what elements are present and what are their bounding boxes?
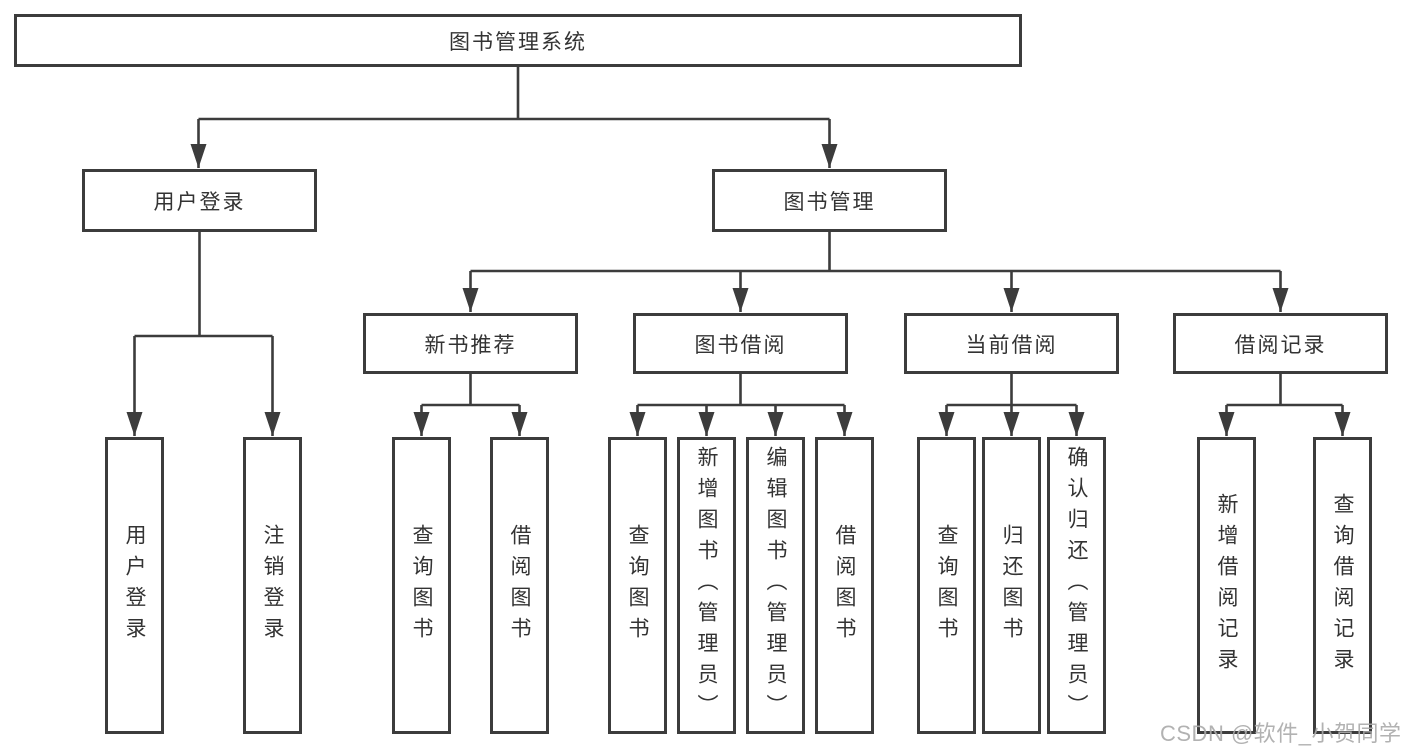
leaf-add-book-admin: 新增图书（管理员） [677,437,736,734]
leaf-query-books-current-label: 查询图书 [935,523,958,648]
node-library-system: 图书管理系统 [14,14,1022,67]
leaf-query-books-current: 查询图书 [917,437,976,734]
leaf-query-books-borrowing-label: 查询图书 [626,523,649,648]
node-borrowing-records-label: 借阅记录 [1234,333,1327,357]
leaf-return-books-label: 归还图书 [1000,523,1023,648]
node-new-book-recommendation: 新书推荐 [363,313,578,374]
node-book-management-label: 图书管理 [783,190,876,214]
leaf-add-borrow-record-label: 新增借阅记录 [1215,492,1238,679]
leaf-confirm-return-admin: 确认归还（管理员） [1047,437,1106,734]
leaf-edit-book-admin: 编辑图书（管理员） [746,437,805,734]
leaf-borrow-books-recommend-label: 借阅图书 [508,523,531,648]
leaf-return-books: 归还图书 [982,437,1041,734]
leaf-edit-book-admin-label: 编辑图书（管理员） [764,446,787,725]
leaf-borrow-books-recommend: 借阅图书 [490,437,549,734]
node-book-borrowing-label: 图书借阅 [694,333,787,357]
leaf-query-borrow-record-label: 查询借阅记录 [1331,492,1354,679]
node-library-system-label: 图书管理系统 [449,30,587,54]
node-user-login-label: 用户登录 [153,190,246,214]
leaf-user-login: 用户登录 [105,437,164,734]
leaf-query-borrow-record: 查询借阅记录 [1313,437,1372,734]
node-book-management: 图书管理 [712,169,947,232]
leaf-add-borrow-record: 新增借阅记录 [1197,437,1256,734]
node-current-borrowing: 当前借阅 [904,313,1119,374]
leaf-logout: 注销登录 [243,437,302,734]
leaf-borrow-books-label: 借阅图书 [833,523,856,648]
leaf-query-books-recommend-label: 查询图书 [410,523,433,648]
leaf-logout-label: 注销登录 [261,523,284,648]
leaf-query-books-borrowing: 查询图书 [608,437,667,734]
leaf-add-book-admin-label: 新增图书（管理员） [695,446,718,725]
leaf-user-login-label: 用户登录 [123,523,146,648]
node-new-book-recommendation-label: 新书推荐 [424,333,517,357]
node-user-login: 用户登录 [82,169,317,232]
node-book-borrowing: 图书借阅 [633,313,848,374]
node-current-borrowing-label: 当前借阅 [965,333,1058,357]
watermark: CSDN @软件_小贺同学 [1160,721,1402,746]
leaf-confirm-return-admin-label: 确认归还（管理员） [1065,446,1088,725]
node-borrowing-records: 借阅记录 [1173,313,1388,374]
leaf-borrow-books: 借阅图书 [815,437,874,734]
leaf-query-books-recommend: 查询图书 [392,437,451,734]
